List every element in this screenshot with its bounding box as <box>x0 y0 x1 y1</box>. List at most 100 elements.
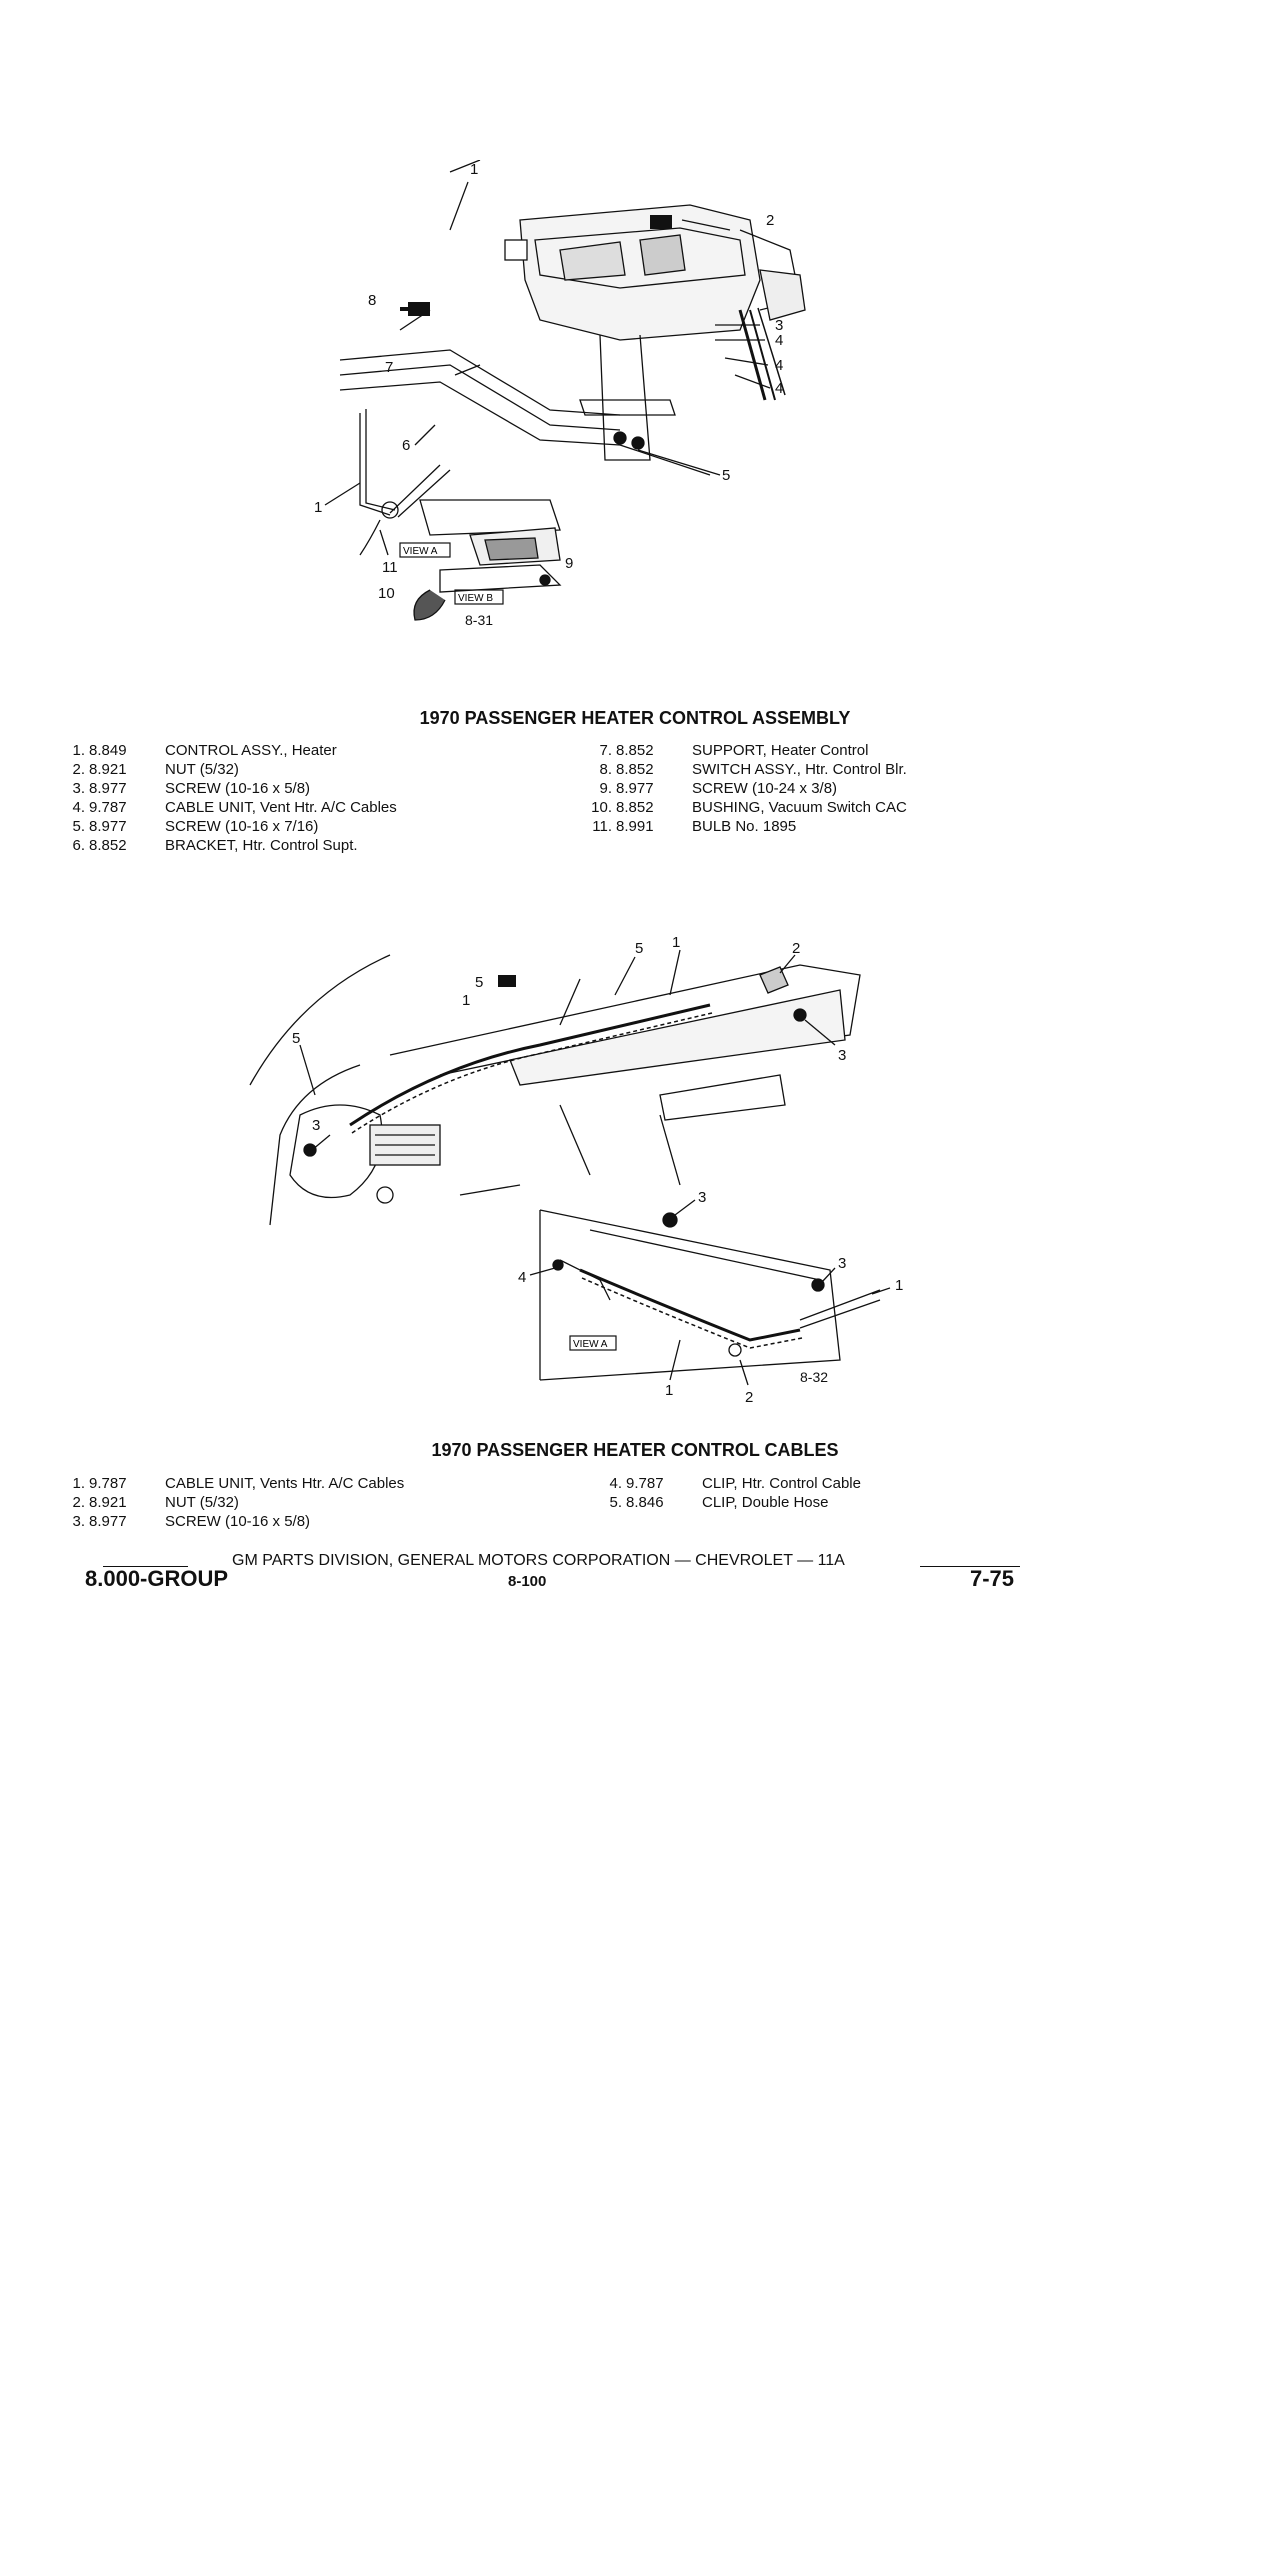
footer-subgroup: 8-100 <box>508 1573 547 1590</box>
viewa-callout-3a: 3 <box>698 1190 706 1206</box>
part-number: 4. <box>72 799 85 816</box>
part-desc: BUSHING, Vacuum Switch CAC <box>692 799 907 816</box>
part-code: 8.852 <box>616 761 654 778</box>
viewa-callout-3b: 3 <box>838 1255 846 1272</box>
parts-row: 4.9.787 CABLE UNIT, Vent Htr. A/C Cables <box>55 798 575 817</box>
fig2-callout-2: 2 <box>792 940 800 957</box>
parts-row: 2.8.921 NUT (5/32) <box>55 1493 595 1512</box>
part-code: 9.787 <box>89 1475 127 1492</box>
fig2-callout-5c: 5 <box>292 1030 300 1047</box>
callout-3: 3 <box>775 317 783 334</box>
parts-row: 7.8.852 SUPPORT, Heater Control <box>582 741 1082 760</box>
fig2-callout-1b: 1 <box>462 992 470 1009</box>
part-desc: CABLE UNIT, Vents Htr. A/C Cables <box>165 1475 405 1492</box>
part-code: 8.849 <box>89 742 127 759</box>
part-desc: SCREW (10-16 x 7/16) <box>165 818 319 835</box>
part-number: 9. <box>599 780 612 797</box>
part-number: 2. <box>72 761 85 778</box>
part-desc: NUT (5/32) <box>165 1494 239 1511</box>
callout-4c: 4 <box>775 380 783 397</box>
figure-heater-control-assembly: 1 2 3 4 4 4 5 6 7 8 9 10 VIEW B 8-31 <box>339 160 806 628</box>
inset-callout-1: 1 <box>314 499 322 516</box>
part-code: 9.787 <box>89 799 127 816</box>
parts-row: 1.9.787 CABLE UNIT, Vents Htr. A/C Cables <box>55 1474 595 1493</box>
part-code: 8.921 <box>89 761 127 778</box>
part-number: 1. <box>72 1475 85 1492</box>
part-number: 6. <box>72 837 85 854</box>
fig2-callout-3: 3 <box>838 1047 846 1064</box>
part-code: 8.977 <box>89 780 127 797</box>
part-number: 4. <box>609 1475 622 1492</box>
part-number: 11. <box>592 818 612 835</box>
callout-9: 9 <box>565 555 573 572</box>
part-number: 5. <box>72 818 85 835</box>
fig2-view-a-label: VIEW A <box>573 1339 608 1350</box>
footer-group: 8.000-GROUP <box>85 1566 229 1591</box>
figure-view-a-inset: 1 11 VIEW A <box>314 409 451 576</box>
section-title-heater-control-cables: 1970 PASSENGER HEATER CONTROL CABLES <box>431 1440 839 1460</box>
part-desc: SUPPORT, Heater Control <box>692 742 869 759</box>
parts-row: 2.8.921 NUT (5/32) <box>55 760 575 779</box>
callout-6: 6 <box>402 437 410 454</box>
footer-publisher: GM PARTS DIVISION, GENERAL MOTORS CORPOR… <box>232 1552 845 1569</box>
parts-list-left: 1.8.849 CONTROL ASSY., Heater 2.8.921 NUT … <box>55 741 575 855</box>
part-desc: SWITCH ASSY., Htr. Control Blr. <box>692 761 907 778</box>
footer-page-number: 7-75 <box>970 1566 1015 1591</box>
viewa-callout-1a: 1 <box>895 1277 903 1294</box>
callout-2: 2 <box>766 212 774 229</box>
part-desc: CABLE UNIT, Vent Htr. A/C Cables <box>165 799 397 816</box>
view-a-label: VIEW A <box>403 546 438 557</box>
inset-callout-11: 11 <box>382 559 398 576</box>
part-number: 7. <box>599 742 612 759</box>
part-number: 2. <box>72 1494 85 1511</box>
part-number: 1. <box>72 742 85 759</box>
callout-4b: 4 <box>775 357 783 374</box>
figure-cables-view-a: 3 4 3 1 1 2 VIEW A 8-32 <box>518 1190 903 1406</box>
part-code: 8.977 <box>616 780 654 797</box>
callout-10: 10 <box>378 585 395 602</box>
viewa-callout-2: 2 <box>745 1389 753 1406</box>
fig2-callout-1: 1 <box>672 935 680 951</box>
fig2-callout-3b: 3 <box>312 1117 320 1134</box>
callout-8: 8 <box>368 292 376 309</box>
viewa-callout-1b: 1 <box>665 1382 673 1399</box>
part-code: 8.991 <box>616 818 654 835</box>
callout-5: 5 <box>722 467 730 484</box>
part-code: 8.852 <box>616 742 654 759</box>
figure-ref-8-32: 8-32 <box>800 1369 828 1385</box>
part-code: 8.852 <box>616 799 654 816</box>
figure-ref-8-31: 8-31 <box>465 612 493 628</box>
part-number: 5. <box>609 1494 622 1511</box>
footer-rule-left <box>103 1566 188 1567</box>
section-title-heater-control-assembly: 1970 PASSENGER HEATER CONTROL ASSEMBLY <box>419 708 851 728</box>
part-code: 8.921 <box>89 1494 127 1511</box>
part-desc: CLIP, Htr. Control Cable <box>702 1475 861 1492</box>
view-b-label: VIEW B <box>458 593 493 604</box>
callout-7: 7 <box>385 359 393 376</box>
part-number: 8. <box>599 761 612 778</box>
parts-row: 11.8.991 BULB No. 1895 <box>582 817 1082 836</box>
parts-row: 5.8.977 SCREW (10-16 x 7/16) <box>55 817 575 836</box>
fig2-callout-5a: 5 <box>635 940 643 957</box>
part-desc: BRACKET, Htr. Control Supt. <box>165 837 358 854</box>
part-desc: CONTROL ASSY., Heater <box>165 742 337 759</box>
parts-list-left-2: 1.9.787 CABLE UNIT, Vents Htr. A/C Cables… <box>55 1474 595 1531</box>
part-desc: NUT (5/32) <box>165 761 239 778</box>
part-desc: BULB No. 1895 <box>692 818 797 835</box>
part-code: 8.977 <box>89 818 127 835</box>
footer-rule-right <box>920 1566 1020 1567</box>
part-desc: SCREW (10-16 x 5/8) <box>165 1513 311 1530</box>
part-desc: SCREW (10-16 x 5/8) <box>165 780 311 797</box>
parts-row: 1.8.849 CONTROL ASSY., Heater <box>55 741 575 760</box>
part-desc: CLIP, Double Hose <box>702 1494 829 1511</box>
part-code: 8.977 <box>89 1513 127 1530</box>
